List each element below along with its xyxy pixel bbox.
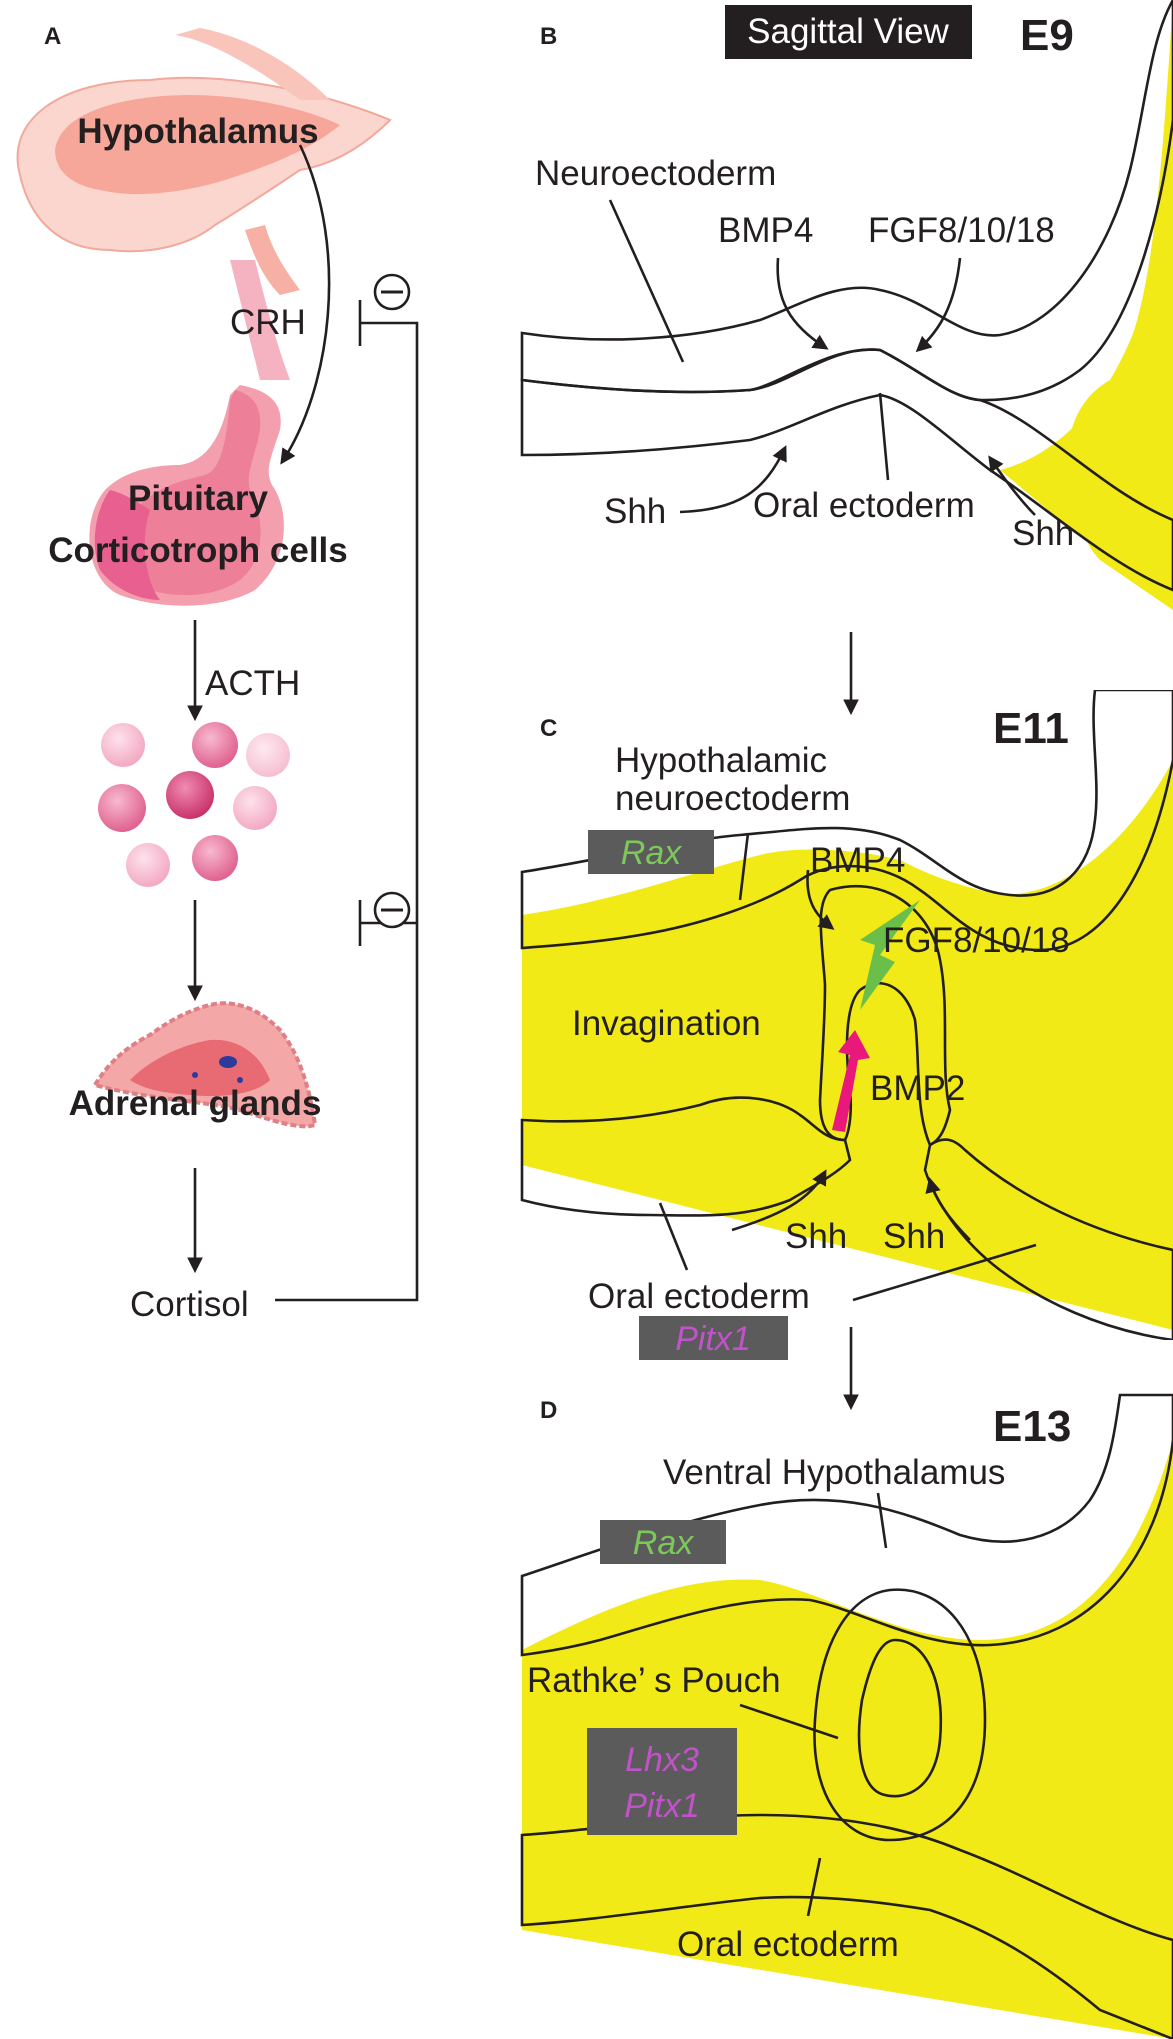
hypo-neuroectoderm-label-line1: Hypothalamic [615,741,827,780]
pitx1-label-c: Pitx1 [675,1320,751,1358]
panel-c-letter: C [540,715,557,742]
bmp2-gradient-arrow-c [832,1030,870,1132]
ventral-hypothalamus-label: Ventral Hypothalamus [663,1453,1005,1492]
pituitary-illustration [89,385,284,606]
bmp2-label: BMP2 [870,1069,965,1108]
fgf-label-b: FGF8/10/18 [868,211,1055,250]
panel-b: B Sagittal View E9 Neuroectoderm BMP4 FG… [520,0,1173,610]
oral-ectoderm-pointer-d [806,1857,822,1917]
oral-ectoderm-label-b: Oral ectoderm [753,486,975,525]
acth-molecules [98,722,290,887]
crh-arrow [280,144,331,465]
oral-ectoderm-left-c [520,1096,852,1217]
shh-left-arrow-c [731,1169,827,1232]
crh-label: CRH [230,303,306,342]
stage-e9: E9 [1020,11,1074,60]
oral-ectoderm-pointer-c-right [852,1243,1037,1302]
pituitary-label-line1: Pituitary [128,479,269,518]
feedback-line [275,321,419,1302]
neuroectoderm-b [520,0,1173,402]
oral-ectoderm-label-c: Oral ectoderm [588,1277,810,1316]
rax-box-d [600,1520,726,1564]
invagination-label: Invagination [572,1004,761,1043]
rathke-pouch-ring [813,1588,987,1842]
sagittal-view-box [725,5,972,59]
pitx1-box-c [639,1316,788,1360]
inhibit-symbol-bottom [373,891,411,929]
neuroectoderm-pointer [608,199,685,363]
stage-e11: E11 [993,704,1069,753]
sagittal-view-label: Sagittal View [747,12,949,51]
shh-right-arrow-c [925,1176,971,1241]
acth-label: ACTH [205,664,300,703]
fgf-gradient-arrow-c [860,900,920,1010]
lhx3-label-d: Lhx3 [625,1741,699,1779]
rax-label-c: Rax [621,834,682,872]
oral-ectoderm-pointer-b [878,392,890,481]
rathke-pouch-label: Rathke’ s Pouch [527,1661,781,1700]
bmp4-label-b: BMP4 [718,211,813,250]
mesenchyme-d [522,1440,1173,2039]
fgf-arrow-b [915,257,962,353]
rax-box-c [588,830,714,874]
oral-ectoderm-d [520,1813,1173,2039]
panel-d-letter: D [540,1397,557,1424]
hypo-neuroectoderm-pointer [738,832,750,901]
hypothalamus-illustration [16,28,392,380]
pituitary-label-line2: Corticotroph cells [48,531,347,570]
rathke-pouch-pointer [739,1703,839,1740]
shh-left-label-c: Shh [785,1217,847,1256]
shh-right-label-c: Shh [883,1217,945,1256]
oral-ectoderm-b [520,348,1173,592]
adrenal-illustration [91,1001,318,1129]
lhx3-pitx1-box-d [587,1728,737,1835]
panel-a: A Hypothalamus CRH Pituitary Corticotrop… [16,23,419,1324]
panel-b-letter: B [540,23,557,50]
oral-ectoderm-pointer-c-left [658,1202,689,1271]
bmp4-arrow-c [806,869,835,930]
shh-left-arrow-b [679,445,787,514]
pitx1-label-d: Pitx1 [624,1787,700,1825]
shh-left-label-b: Shh [604,492,666,531]
adrenal-label: Adrenal glands [69,1084,322,1123]
ventral-hypothalamus-pointer [876,1492,888,1549]
oral-ectoderm-label-d: Oral ectoderm [677,1925,899,1964]
neuroectoderm-label: Neuroectoderm [535,154,776,193]
rax-label-d: Rax [633,1524,694,1562]
inhibit-symbol-top [373,273,411,311]
bmp4-label-c: BMP4 [810,841,905,880]
stage-e13: E13 [993,1402,1071,1451]
shh-right-arrow-b [988,455,1036,516]
panel-a-letter: A [44,23,61,50]
bmp4-arrow-b [776,257,829,350]
cortisol-label: Cortisol [130,1285,249,1324]
panel-c: C E11 Hypothalamic neuroectoderm Rax BMP… [520,690,1173,1360]
fgf-label-c: FGF8/10/18 [883,921,1070,960]
hypo-neuroectoderm-label-line2: neuroectoderm [615,779,850,818]
panel-d: D E13 Ventral Hypothalamus Rax Rathke’ s… [520,1393,1173,2039]
hypothalamus-label: Hypothalamus [77,112,318,151]
shh-right-label-b: Shh [1012,514,1074,553]
